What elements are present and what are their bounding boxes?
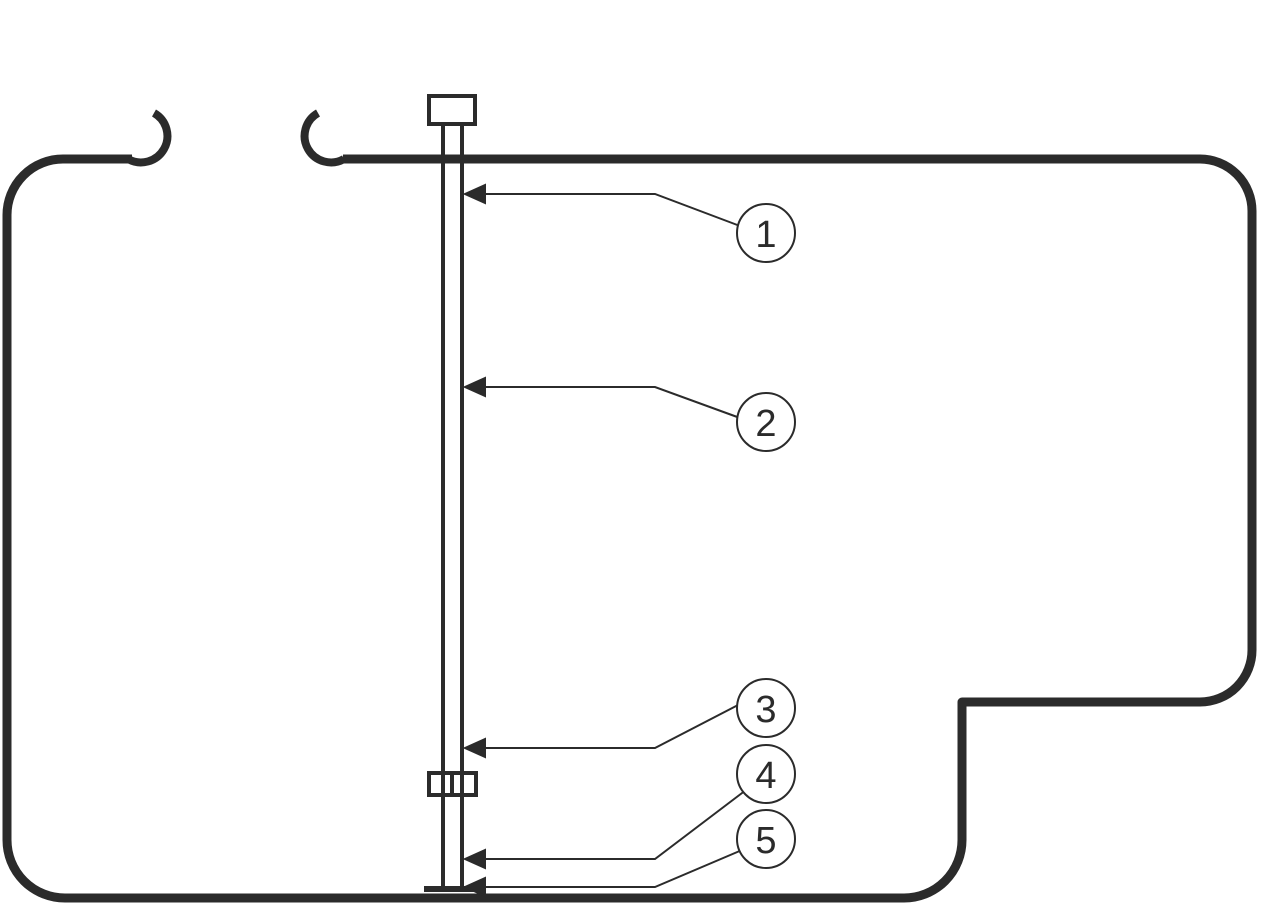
callouts: 1 2 3 4 5: [462, 183, 796, 898]
callout-2-label: 2: [755, 403, 776, 445]
callout-1-circle: [736, 203, 796, 263]
level-sensor: [424, 94, 482, 892]
callout-3-leader: [484, 703, 741, 749]
callout-4-label: 4: [755, 755, 776, 797]
callout-1-leader: [484, 193, 741, 227]
callout-3-arrowhead: [462, 737, 486, 759]
callout-5-label: 5: [755, 820, 776, 862]
callout-3: 3: [462, 678, 796, 759]
filler-neck: [126, 109, 346, 167]
callout-5-leader: [484, 849, 743, 888]
callout-4-arrowhead: [462, 848, 486, 870]
callout-2-arrowhead: [462, 376, 486, 398]
callout-5: 5: [462, 809, 796, 898]
callout-4: 4: [462, 744, 796, 870]
callout-4-leader: [484, 789, 747, 860]
callout-5-arrowhead: [462, 876, 486, 898]
filler-neck-left-lip: [126, 109, 172, 167]
tank-body: [2, 154, 1257, 903]
callout-2: 2: [462, 376, 796, 452]
sensor-head: [427, 94, 477, 126]
callout-3-circle: [736, 678, 796, 738]
callout-1-arrowhead: [462, 183, 486, 205]
callout-1: 1: [462, 183, 796, 263]
callout-2-circle: [736, 392, 796, 452]
callout-2-leader: [484, 386, 741, 419]
callout-3-label: 3: [755, 689, 776, 731]
tank-outline: [2, 154, 1257, 903]
callout-5-circle: [736, 809, 796, 869]
callout-1-label: 1: [755, 214, 776, 256]
filler-neck-right-lip: [300, 109, 346, 167]
callout-4-circle: [736, 744, 796, 804]
